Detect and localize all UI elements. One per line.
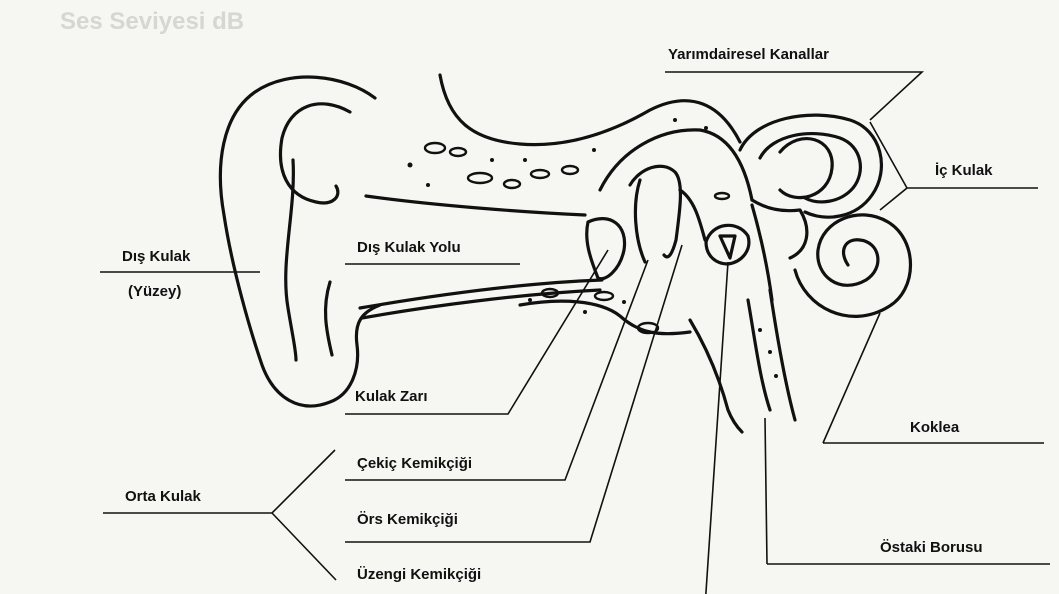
eustachian-tube-wall-a — [690, 320, 742, 432]
cochlea-spiral — [795, 215, 911, 317]
auricle-inner-fold — [280, 104, 350, 203]
canal-upper-wall — [366, 196, 585, 215]
label-ear-canal: Dış Kulak Yolu — [357, 240, 461, 257]
ossicle-link — [680, 190, 705, 240]
label-outer-ear: Dış Kulak — [122, 249, 190, 266]
label-semicircular-canals: Yarımdairesel Kanallar — [668, 47, 829, 64]
label-stapes: Üzengi Kemikçiği — [357, 567, 481, 584]
stapes-shape — [706, 225, 749, 264]
stapes-base — [720, 236, 735, 258]
head-outline-upper — [440, 75, 740, 145]
inner-wall — [752, 205, 772, 300]
eustachian-tube-wall-b — [748, 300, 770, 410]
canal-lower-wall — [360, 280, 602, 308]
label-eardrum: Kulak Zarı — [355, 389, 428, 406]
label-outer-ear-sub: (Yüzey) — [128, 284, 181, 301]
temporal-bone-inner — [600, 130, 752, 200]
label-cochlea: Koklea — [910, 420, 959, 437]
label-middle-ear: Orta Kulak — [125, 489, 201, 506]
canal-lower-wall-inner — [362, 290, 600, 318]
vestibule — [752, 200, 807, 258]
leader-middle-ear — [103, 450, 336, 580]
label-eustachian-tube: Östaki Borusu — [880, 540, 983, 557]
label-inner-ear: İç Kulak — [935, 163, 993, 180]
middle-ear-floor — [520, 301, 690, 334]
label-malleus: Çekiç Kemikçiği — [357, 456, 472, 473]
label-incus: Örs Kemikçiği — [357, 512, 458, 529]
eardrum-shape — [587, 219, 625, 279]
eustachian-tube-wall-c — [770, 290, 795, 420]
semicircular-loop — [780, 139, 832, 198]
concha-edge — [326, 282, 332, 355]
incus-shape — [635, 180, 645, 262]
semicircular-canal-inner — [760, 134, 860, 202]
leader-semicircular — [665, 72, 922, 120]
